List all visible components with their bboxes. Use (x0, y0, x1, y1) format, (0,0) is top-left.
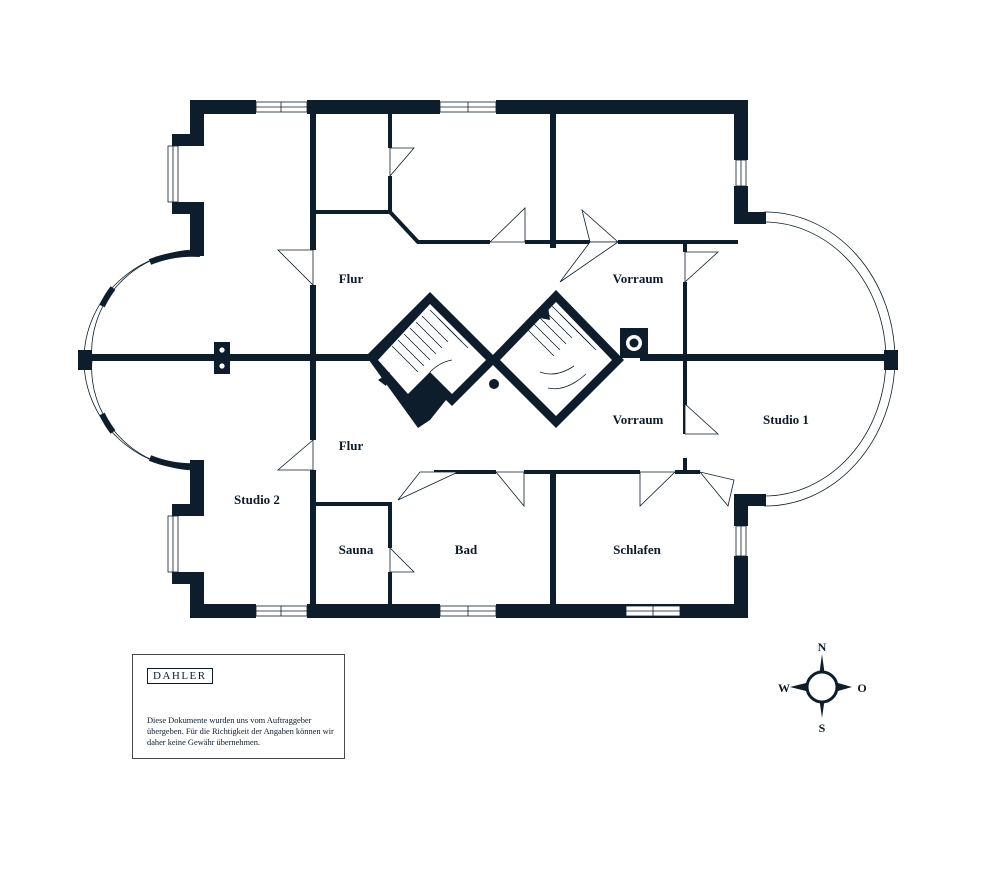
compass-north: N (818, 640, 827, 654)
compass: N S W O (778, 640, 867, 735)
info-box: DAHLER Diese Dokumente wurden uns vom Au… (132, 654, 345, 759)
interior-walls (310, 100, 738, 618)
disclaimer-text: Diese Dokumente wurden uns vom Auftragge… (147, 716, 334, 747)
label-vorraum-south: Vorraum (613, 412, 664, 427)
label-flur-north: Flur (339, 271, 364, 286)
windows (167, 101, 747, 617)
room-labels: Flur Flur Vorraum Vorraum Studio 1 Studi… (234, 271, 809, 557)
staircase-right (488, 290, 648, 428)
compass-east: O (857, 681, 866, 695)
label-flur-south: Flur (339, 438, 364, 453)
compass-rose-icon (805, 670, 839, 704)
label-vorraum-north: Vorraum (613, 271, 664, 286)
doors (276, 147, 735, 573)
label-schlafen: Schlafen (613, 542, 661, 557)
label-studio-1: Studio 1 (763, 412, 809, 427)
label-studio-2: Studio 2 (234, 492, 280, 507)
outer-walls (172, 100, 766, 618)
label-bad: Bad (455, 542, 478, 557)
center-wall (80, 342, 896, 374)
compass-south: S (819, 721, 826, 735)
label-sauna: Sauna (339, 542, 374, 557)
brand-logo: DAHLER (147, 668, 213, 684)
staircase-left (366, 292, 503, 428)
compass-west: W (778, 681, 790, 695)
